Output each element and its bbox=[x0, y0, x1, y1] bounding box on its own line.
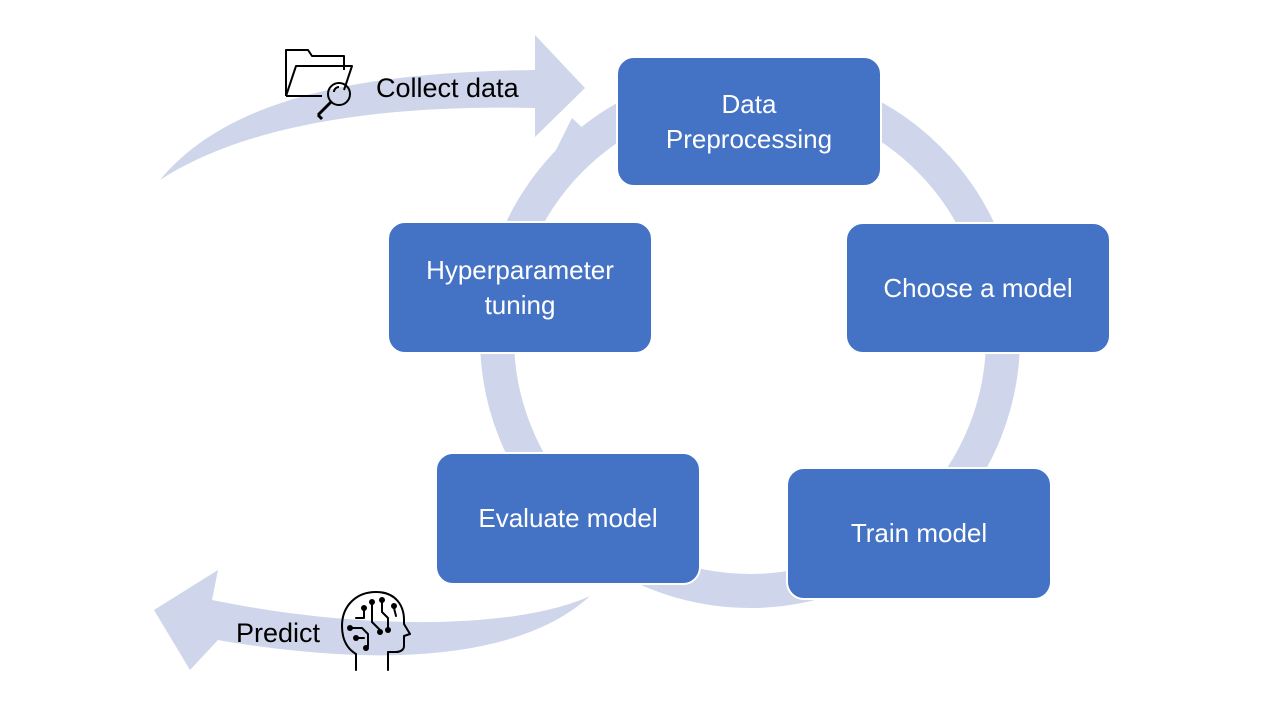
folder-search-icon bbox=[285, 49, 353, 121]
collect-data-label: Collect data bbox=[376, 73, 519, 103]
predict-arrow bbox=[154, 570, 590, 670]
collect-data-arrow bbox=[160, 35, 585, 180]
cycle-arrowhead bbox=[541, 118, 606, 180]
step-choose-model: Choose a model bbox=[845, 222, 1111, 354]
step-hyperparameter-tuning: Hyperparameter tuning bbox=[387, 221, 653, 354]
step-evaluate-model: Evaluate model bbox=[435, 452, 701, 585]
predict-label: Predict bbox=[236, 618, 321, 648]
ai-head-icon bbox=[341, 591, 411, 671]
step-train-model: Train model bbox=[786, 467, 1052, 600]
step-data-preprocessing: Data Preprocessing bbox=[616, 56, 882, 187]
